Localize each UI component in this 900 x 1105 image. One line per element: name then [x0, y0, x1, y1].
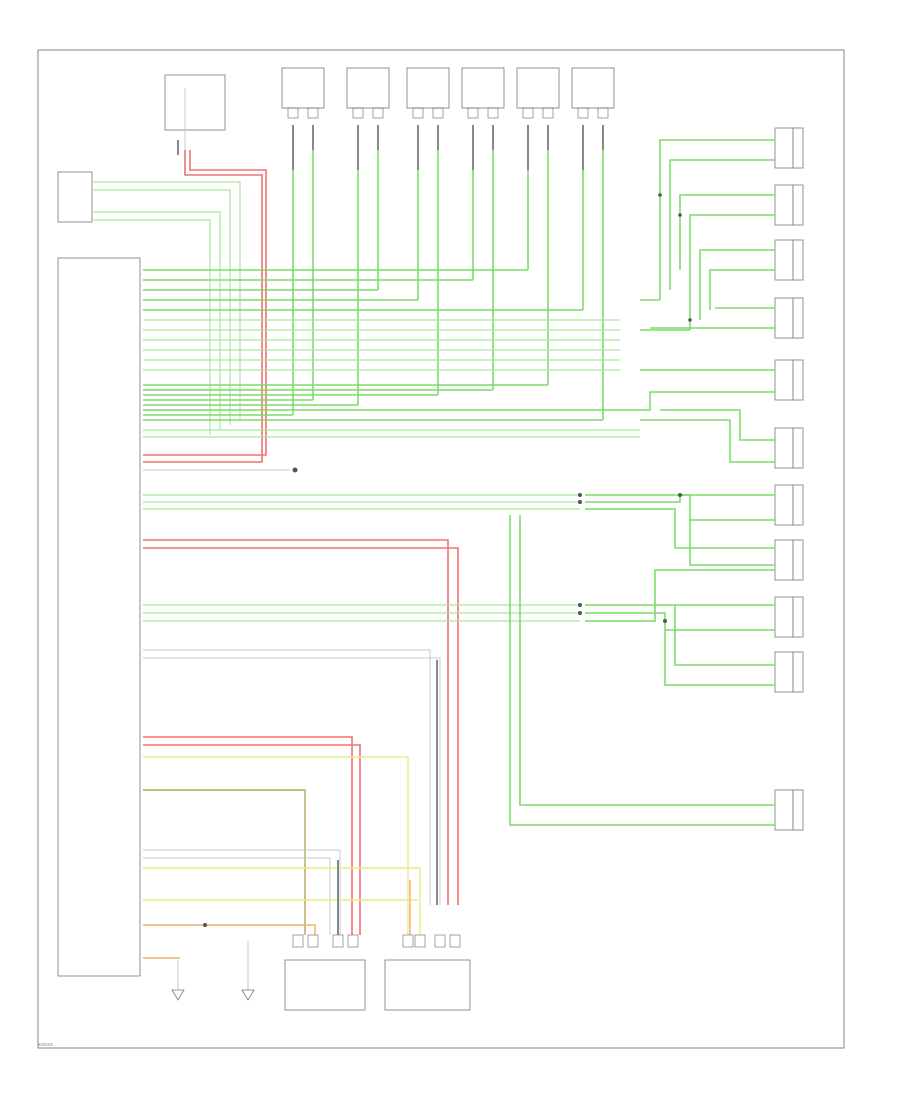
- audio-unit-body: [57, 257, 141, 977]
- left-subwoofer-unit: [284, 934, 366, 1011]
- right-speaker-5: [774, 359, 804, 401]
- main-green-bus: [143, 269, 640, 438]
- red-pair-to-subwoofer: [143, 539, 459, 905]
- lower-colored-wires: [143, 736, 421, 959]
- top-speaker-2: [346, 67, 390, 119]
- antenna-module: [164, 74, 226, 155]
- diagram-frame: [37, 49, 845, 1049]
- right-speaker-9: [774, 596, 804, 638]
- right-subwoofer-unit: [384, 934, 471, 1011]
- middle-green-bus: [143, 493, 775, 566]
- right-speaker-11: [774, 789, 804, 831]
- lower-green-bus: [143, 569, 775, 686]
- right-speaker-4: [774, 297, 804, 339]
- red-power-wires: [143, 150, 267, 463]
- right-speaker-10: [774, 651, 804, 693]
- right-speaker-1: [774, 127, 804, 169]
- top-speaker-5: [516, 67, 560, 119]
- right-speaker-7: [774, 484, 804, 526]
- ground-stub: [143, 467, 298, 473]
- gray-signal-wires: [143, 649, 441, 905]
- top-left-connector: [57, 171, 241, 435]
- top-speaker-3: [406, 67, 450, 119]
- top-speaker-6: [571, 67, 615, 119]
- right-speaker-3: [774, 239, 804, 281]
- bottom-ground-symbols: [171, 940, 255, 1001]
- right-speaker-2: [774, 184, 804, 226]
- right-speaker-8: [774, 539, 804, 581]
- top-speaker-wires: [292, 125, 604, 420]
- top-speaker-group: [281, 67, 615, 119]
- right-speaker-6: [774, 427, 804, 469]
- subwoofer-green-wires: [509, 515, 775, 826]
- right-speaker-group: [774, 127, 804, 831]
- right-upper-wires: [630, 139, 775, 463]
- top-speaker-1: [281, 67, 325, 119]
- top-speaker-4: [461, 67, 505, 119]
- diagram-code: xxxxx: [38, 1042, 53, 1048]
